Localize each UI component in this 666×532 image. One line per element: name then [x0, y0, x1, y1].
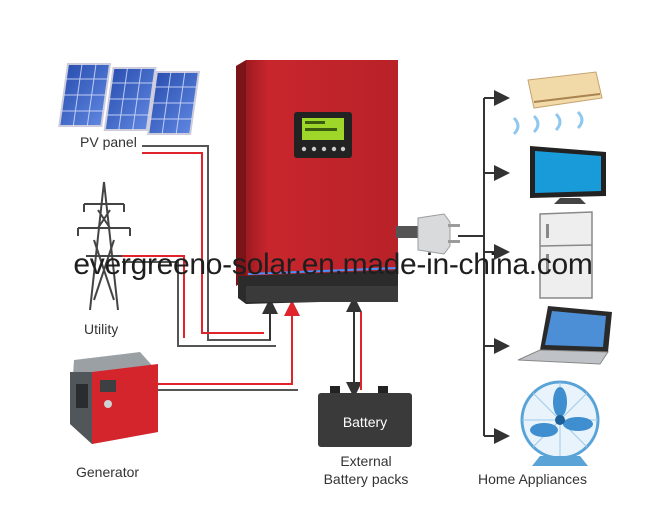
utility-wire-gray [122, 261, 276, 347]
lcd-display [294, 112, 352, 158]
pv-wire-red [142, 152, 264, 334]
generator-wire-red [156, 300, 300, 385]
external-battery-label: External Battery packs [300, 452, 432, 488]
refrigerator-icon [539, 211, 593, 299]
utility-label: Utility [84, 321, 119, 337]
power-tower-icon [77, 181, 131, 311]
home-appliances-label: Home Appliances [478, 471, 587, 487]
generator-icon [70, 352, 158, 444]
battery-icon [318, 386, 412, 447]
solar-panel-icon [58, 63, 201, 135]
fan-icon [520, 380, 600, 466]
battery-label: Battery [343, 414, 387, 430]
inverter-icon [236, 60, 398, 304]
plug-icon [396, 213, 460, 255]
utility-wire-red [122, 255, 185, 338]
watermark: evergreeno-solar.en.made-in-china.com [73, 248, 593, 281]
laptop-icon [517, 306, 612, 365]
air-conditioner-icon [512, 71, 603, 136]
wiring [122, 90, 510, 444]
external-battery-line2: Battery packs [323, 471, 409, 487]
generator-label: Generator [76, 464, 140, 480]
tv-icon [530, 146, 606, 204]
external-battery-line1: External [340, 453, 392, 469]
pv-panel-label: PV panel [78, 134, 139, 150]
